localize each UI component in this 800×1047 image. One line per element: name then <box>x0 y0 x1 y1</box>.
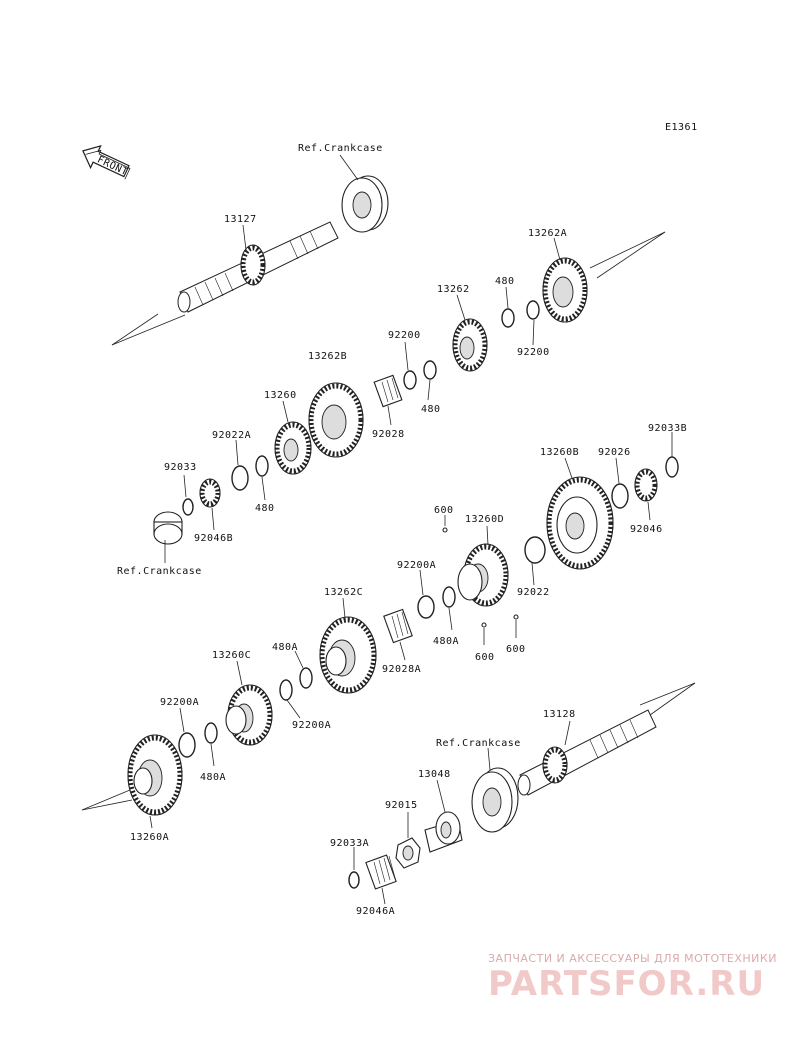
label-ref-crankcase-bottom: Ref.Crankcase <box>436 738 521 749</box>
label-ref-crankcase-top: Ref.Crankcase <box>298 143 383 154</box>
label-13128: 13128 <box>543 709 576 720</box>
label-92200-b: 92200 <box>517 347 550 358</box>
label-92022A: 92022A <box>212 430 251 441</box>
label-92200-a: 92200 <box>388 330 421 341</box>
label-13260C: 13260C <box>212 650 251 661</box>
label-13260B: 13260B <box>540 447 579 458</box>
ring-480-b <box>423 360 437 380</box>
watermark-brand: PARTSFOR.RU <box>488 964 765 1004</box>
watermark-tagline: ЗАПЧАСТИ И АКСЕССУАРЫ ДЛЯ МОТОТЕХНИКИ <box>488 952 777 965</box>
label-600-a: 600 <box>434 505 454 516</box>
ring-480A-a <box>442 586 456 608</box>
ring-92022A <box>231 465 249 491</box>
label-92200A-b: 92200A <box>160 697 199 708</box>
ring-480-a <box>501 308 515 328</box>
gear-13262A <box>542 257 588 323</box>
gear-13260 <box>274 421 312 475</box>
ring-480A-c <box>204 722 218 744</box>
gear-13262 <box>452 318 488 372</box>
ring-92033B <box>665 456 679 478</box>
ring-92200A-b <box>279 679 293 701</box>
gear-13262B <box>308 382 364 458</box>
watermark: ЗАПЧАСТИ И АКСЕССУАРЫ ДЛЯ МОТОТЕХНИКИ PA… <box>488 952 777 1004</box>
label-92046: 92046 <box>630 524 663 535</box>
ball-600-c <box>513 614 519 620</box>
ring-480A-b <box>299 667 313 689</box>
gear-13260B <box>546 476 614 570</box>
label-92033A: 92033A <box>330 838 369 849</box>
shaft-13127 <box>177 221 339 313</box>
bearing-92028 <box>373 374 403 408</box>
nut-92015 <box>395 837 421 869</box>
label-600-b: 600 <box>475 652 495 663</box>
label-13127: 13127 <box>224 214 257 225</box>
gear-13262C <box>319 616 377 694</box>
ball-600-b <box>481 622 487 628</box>
label-13260: 13260 <box>264 390 297 401</box>
ring-92026 <box>611 483 629 509</box>
bearing-bottom <box>471 767 519 833</box>
gear-13260C <box>225 684 273 746</box>
label-13262B: 13262B <box>308 351 347 362</box>
label-92015: 92015 <box>385 800 418 811</box>
bearing-92046A <box>365 854 397 890</box>
bearing-92028A <box>383 608 413 644</box>
ring-92200-a <box>526 300 540 320</box>
gear-13260D <box>457 543 509 607</box>
ring-92022 <box>524 536 546 564</box>
bearing-top <box>341 175 389 233</box>
ring-480-c <box>255 455 269 477</box>
ring-92200A-c <box>178 732 196 758</box>
label-600-c: 600 <box>506 644 526 655</box>
label-92033: 92033 <box>164 462 197 473</box>
output-gears-group: 92033B 92046 92026 13260B 600 92022 <box>81 423 687 843</box>
ring-92200-b <box>403 370 417 390</box>
label-92200A-a: 92200A <box>397 560 436 571</box>
label-480-a: 480 <box>495 276 515 287</box>
gear-13260A <box>127 734 183 816</box>
front-arrow-icon: FRONT <box>82 144 131 180</box>
ball-600-a <box>442 527 448 533</box>
ring-92033A <box>348 871 360 889</box>
label-480-b: 480 <box>421 404 441 415</box>
shaft-13128 <box>517 709 657 796</box>
label-92028A: 92028A <box>382 664 421 675</box>
label-480-c: 480 <box>255 503 275 514</box>
bearing-92046 <box>634 468 658 502</box>
label-13262A: 13262A <box>528 228 567 239</box>
label-13048: 13048 <box>418 769 451 780</box>
output-shaft-group: 13128 Ref.Crankcase 13048 92015 <box>330 682 696 917</box>
label-480A-c: 480A <box>200 772 226 783</box>
crankcase-sleeve-left <box>153 511 183 545</box>
input-shaft-group: 13127 Ref.Crankcase 13262A 480 92200 132… <box>111 143 666 577</box>
label-92033B: 92033B <box>648 423 687 434</box>
ring-92033 <box>182 498 194 516</box>
bearing-92046B <box>199 478 221 508</box>
label-92200A-c: 92200A <box>292 720 331 731</box>
label-92022: 92022 <box>517 587 550 598</box>
label-480A-b: 480A <box>433 636 459 647</box>
label-480A-a: 480A <box>272 642 298 653</box>
label-13260A: 13260A <box>130 832 169 843</box>
label-13262C: 13262C <box>324 587 363 598</box>
label-92028: 92028 <box>372 429 405 440</box>
ring-92200A-a <box>417 595 435 619</box>
label-92026: 92026 <box>598 447 631 458</box>
label-92046B: 92046B <box>194 533 233 544</box>
label-ref-crankcase-left: Ref.Crankcase <box>117 566 202 577</box>
label-92046A: 92046A <box>356 906 395 917</box>
collar-13048 <box>424 811 463 853</box>
diagram-code: E1361 <box>665 122 698 133</box>
label-13260D: 13260D <box>465 514 504 525</box>
label-13262: 13262 <box>437 284 470 295</box>
